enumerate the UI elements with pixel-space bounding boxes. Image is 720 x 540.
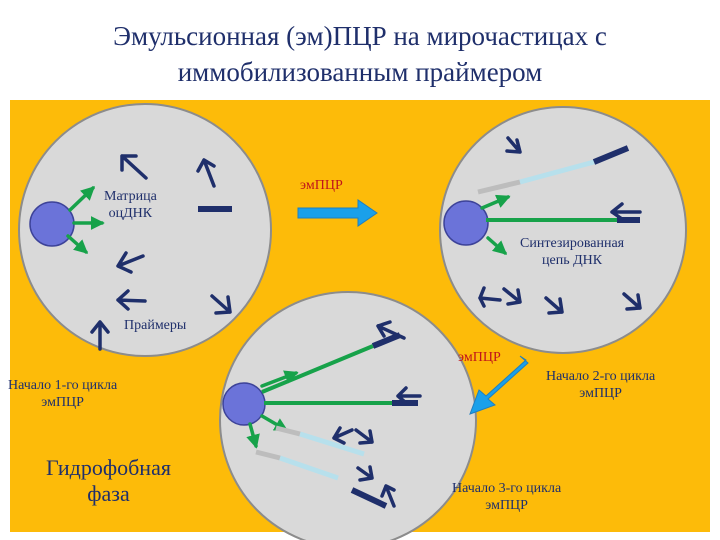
grey-segment-3a	[275, 425, 301, 437]
strand-3a-green	[261, 344, 374, 394]
light-strand-2	[519, 159, 595, 185]
page-title: Эмульсионная (эм)ПЦР на мирочастицах с и…	[0, 18, 720, 90]
bead-2-primers	[480, 194, 511, 255]
droplet-3	[219, 291, 477, 540]
title-line-1: Эмульсионная (эм)ПЦР на мирочастицах с	[113, 21, 607, 51]
label-synth-chain: Синтезированная цепь ДНК	[520, 236, 625, 268]
empcr-arrow-top	[297, 199, 378, 227]
free-primers-2	[478, 136, 642, 315]
bead-1-primers	[66, 186, 105, 254]
grey-segment-3b	[255, 449, 281, 461]
label-primers: Праймеры	[124, 318, 187, 333]
title-line-2: иммобилизованным праймером	[177, 57, 543, 87]
label-empcr-right: эмПЦР	[458, 350, 501, 365]
label-hydrophobic-phase: Гидрофобная фаза	[46, 455, 171, 506]
free-primers-3	[332, 320, 422, 508]
empcr-arrow-right	[469, 355, 529, 415]
light-strand-3b	[279, 455, 339, 481]
droplet-2	[439, 106, 687, 354]
strand-3a-end	[371, 332, 402, 349]
bead-3	[222, 382, 266, 426]
label-cycle-2: Начало 2-го цикла эмПЦР	[546, 369, 656, 401]
bead-1	[29, 201, 75, 247]
navy-segment-3	[350, 487, 388, 509]
free-primers-1	[90, 154, 232, 351]
label-cycle-1: Начало 1-го цикла эмПЦР	[8, 378, 118, 410]
light-strand-3a	[299, 431, 365, 457]
bead-2	[443, 200, 489, 246]
navy-segment-2	[592, 145, 630, 165]
label-cycle-3: Начало 3-го цикла эмПЦР	[452, 481, 562, 513]
grey-segment-2	[477, 179, 521, 195]
label-template: Матрица оцДНК	[104, 189, 157, 221]
label-empcr-top: эмПЦР	[300, 178, 343, 193]
